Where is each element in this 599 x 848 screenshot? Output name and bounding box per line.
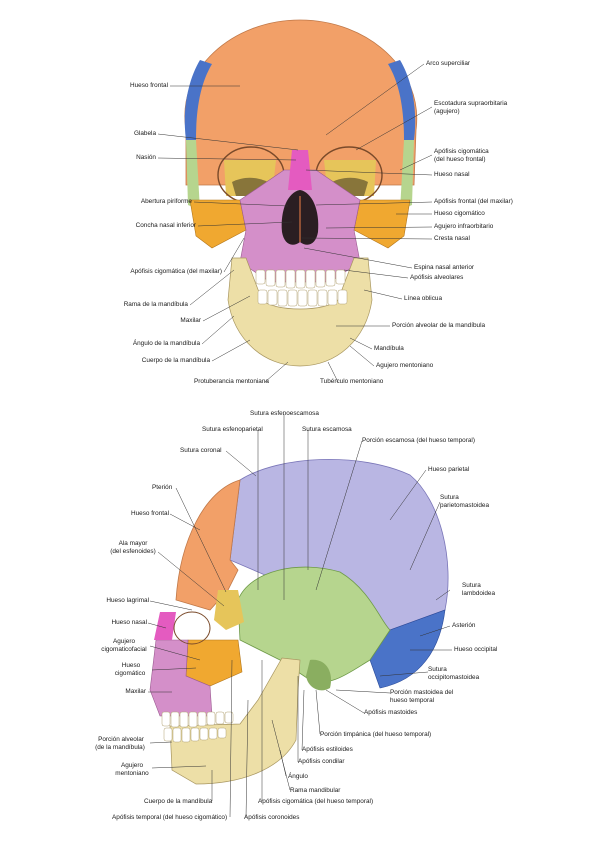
label-apofisis-cig-temporal: Apófisis cigomática (del hueso temporal) — [258, 798, 374, 805]
label-hueso-occipital: Hueso occipital — [454, 646, 498, 653]
label-apofisis-cigomatica-maxilar: Apófisis cigomática (del maxilar) — [130, 268, 222, 275]
label-angulo-lat: Ángulo — [288, 773, 308, 780]
temporal-left — [186, 140, 200, 210]
label-agujero-ment-line2: mentoniano — [115, 770, 149, 777]
label-glabela: Glabela — [133, 130, 156, 137]
label-hueso-lagrimal: Hueso lagrimal — [106, 597, 149, 604]
label-abertura-piriforme: Abertura piriforme — [140, 198, 192, 205]
parietal-bone-lat — [229, 459, 449, 631]
label-maxilar-front: Maxilar — [180, 317, 201, 324]
temporal-right — [400, 140, 414, 210]
label-sutura-parieto-line1: Sutura — [440, 494, 459, 501]
label-escotadura-line2: (agujero) — [434, 108, 460, 115]
label-escotadura-line1: Escotadura supraorbitaria — [434, 100, 508, 107]
mastoid-lat — [306, 659, 332, 691]
label-porcion-alveolar-line1: Porción alveolar — [98, 736, 144, 743]
label-porcion-alveolar-front: Porción alveolar de la mandíbula — [392, 322, 486, 329]
parietal-left-sliver — [184, 60, 212, 140]
sphenoid-bone-lat — [214, 590, 244, 630]
label-angulo-mandibula: Ángulo de la mandíbula — [132, 340, 200, 347]
label-agujero-cig-line2: cigomaticofacial — [101, 646, 147, 653]
label-sutura-lambdoidea-line1: Sutura — [462, 582, 481, 589]
label-porcion-escamosa: Porción escamosa (del hueso temporal) — [362, 437, 475, 444]
label-porcion-mastoidea-line2: hueso temporal — [390, 697, 435, 704]
label-hueso-nasal-front: Hueso nasal — [434, 171, 470, 178]
label-sutura-escamosa: Sutura escamosa — [302, 426, 352, 433]
zygomatic-right — [353, 199, 411, 249]
label-asterion: Asterión — [452, 622, 476, 629]
label-linea-oblicua: Línea oblicua — [404, 295, 443, 302]
label-apofisis-alveolares: Apófisis alveolares — [410, 274, 464, 281]
label-porcion-timpanica: Porción timpánica (del hueso temporal) — [320, 731, 432, 738]
occipital-bone-lat — [369, 609, 446, 689]
label-sutura-occipito-line2: occipitomastoidea — [428, 674, 480, 681]
label-espina-nasal: Espina nasal anterior — [414, 264, 475, 271]
label-apofisis-frontal-maxilar: Apófisis frontal (del maxilar) — [434, 198, 513, 205]
label-maxilar-lat: Maxilar — [125, 688, 146, 695]
label-apofisis-coronoides: Apófisis coronoides — [244, 814, 300, 821]
label-porcion-alveolar-line2: (de la mandíbula) — [95, 744, 145, 751]
maxilla-lat — [149, 639, 213, 717]
label-sutura-parieto-line2: parietomastoidea — [440, 502, 490, 509]
label-hueso-frontal-lat: Hueso frontal — [130, 510, 169, 517]
zygomatic-left — [189, 199, 247, 249]
mandible-lat — [169, 657, 301, 785]
label-cuerpo-mandibula-lat: Cuerpo de la mandíbula — [144, 798, 213, 805]
label-ala-mayor-line1: Ala mayor — [118, 540, 148, 547]
label-sutura-lambdoidea-line2: lambdoidea — [462, 590, 496, 597]
label-rama-mandibular: Rama mandibular — [290, 787, 341, 794]
label-apofisis-cig-frontal-line2: (del hueso frontal) — [434, 156, 486, 163]
label-apofisis-temporal-cig: Apófisis temporal (del hueso cigomático) — [112, 814, 228, 821]
label-apofisis-mastoides: Apófisis mastoides — [364, 709, 418, 716]
label-hueso-cig-line1: Hueso — [121, 662, 141, 669]
label-apofisis-cig-frontal-line1: Apófisis cigomática — [434, 148, 489, 155]
label-sutura-esfenoescamosa: Sutura esfenoescamosa — [250, 410, 319, 417]
label-agujero-mentoniano-front: Agujero mentoniano — [376, 362, 434, 369]
nasal-bone-lat — [154, 612, 176, 640]
label-hueso-parietal: Hueso parietal — [428, 466, 470, 473]
label-concha-nasal-inferior: Concha nasal inferior — [135, 222, 196, 229]
label-mandibula: Mandíbula — [374, 345, 404, 352]
label-nasion: Nasión — [136, 154, 156, 161]
label-tuberculo-mentoniano: Tubérculo mentoniano — [320, 378, 384, 385]
teeth-front — [255, 269, 348, 307]
label-agujero-infraorbitario: Agujero infraorbitario — [434, 223, 494, 230]
label-ala-mayor-line2: (del esfenoides) — [110, 548, 156, 555]
label-rama-mandibula: Rama de la mandíbula — [123, 301, 188, 308]
label-sutura-coronal: Sutura coronal — [180, 447, 222, 454]
mandible — [227, 257, 373, 367]
label-hueso-nasal-lat: Hueso nasal — [111, 619, 147, 626]
label-sutura-occipito-line1: Sutura — [428, 666, 447, 673]
parietal-right-sliver — [388, 60, 416, 140]
label-hueso-cigomatico-front: Hueso cigomático — [434, 210, 485, 217]
orbit-lat — [173, 611, 211, 645]
label-sutura-esfenoparietal: Sutura esfenoparietal — [202, 426, 263, 433]
label-protuberancia-mentoniana: Protuberancia mentoniana — [194, 378, 269, 385]
label-arco-superciliar: Arco superciliar — [426, 60, 471, 67]
label-hueso-frontal: Hueso frontal — [129, 82, 168, 89]
label-apofisis-condilar: Apófisis condilar — [298, 758, 345, 765]
label-apofisis-estiloides: Apófisis estiloides — [302, 746, 353, 753]
label-agujero-cig-line1: Agujero — [112, 638, 136, 645]
label-cuerpo-mandibula-front: Cuerpo de la mandíbula — [141, 357, 210, 364]
label-porcion-mastoidea-line1: Porción mastoidea del — [390, 689, 454, 696]
label-cresta-nasal: Cresta nasal — [434, 235, 470, 242]
label-hueso-cig-line2: cigomático — [114, 670, 146, 677]
teeth-lateral — [161, 711, 234, 743]
label-pterion: Pterión — [152, 484, 173, 491]
label-agujero-ment-line1: Agujero — [120, 762, 144, 769]
